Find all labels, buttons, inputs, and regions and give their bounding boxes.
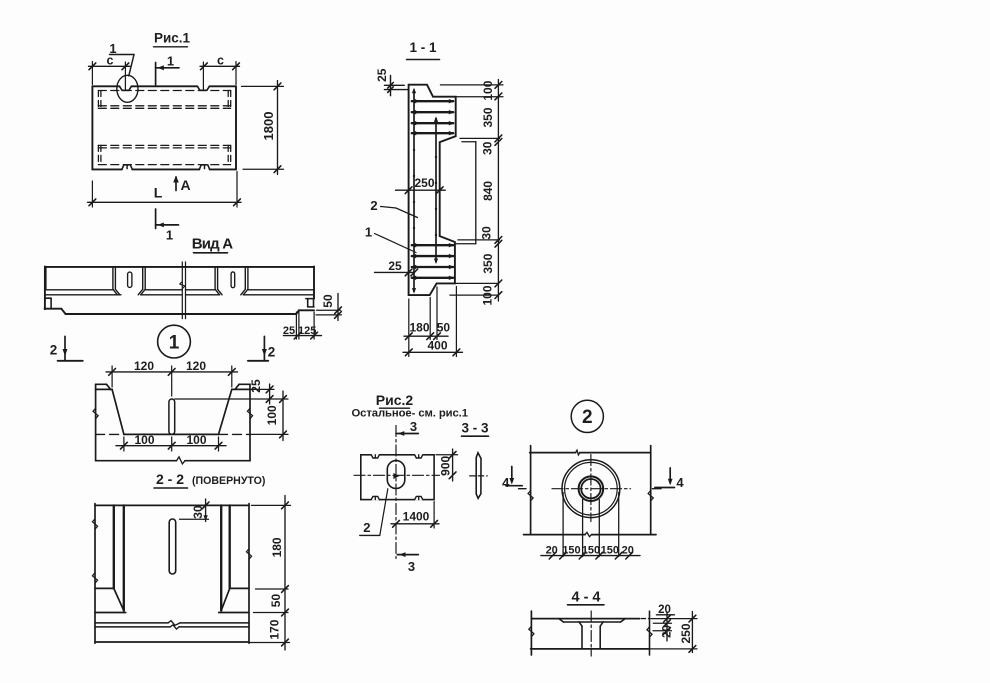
svg-text:1: 1	[167, 54, 174, 69]
svg-text:1: 1	[166, 228, 173, 243]
svg-text:2: 2	[50, 343, 58, 358]
svg-text:50: 50	[321, 294, 335, 308]
svg-text:400: 400	[427, 339, 447, 353]
svg-text:3: 3	[410, 419, 417, 434]
svg-text:20: 20	[658, 604, 671, 616]
svg-text:c: c	[217, 54, 224, 68]
svg-text:250: 250	[679, 623, 693, 643]
svg-text:3: 3	[408, 559, 415, 574]
svg-text:180: 180	[409, 321, 429, 335]
svg-text:2: 2	[370, 198, 377, 213]
svg-text:100: 100	[481, 80, 495, 100]
svg-text:350: 350	[481, 253, 495, 273]
svg-text:(ПОВЕРНУТО): (ПОВЕРНУТО)	[192, 475, 265, 487]
svg-text:Рис.1: Рис.1	[154, 31, 191, 46]
svg-text:Остальное- см. рис.1: Остальное- см. рис.1	[352, 408, 468, 420]
svg-text:180: 180	[270, 537, 284, 557]
svg-text:Рис.2: Рис.2	[376, 392, 414, 408]
svg-text:25: 25	[283, 325, 295, 337]
svg-text:900: 900	[438, 455, 452, 475]
svg-text:30: 30	[479, 226, 493, 240]
svg-text:100: 100	[134, 433, 154, 447]
svg-text:840: 840	[481, 181, 495, 201]
svg-text:25: 25	[388, 259, 402, 273]
svg-text:4 - 4: 4 - 4	[571, 590, 600, 606]
svg-text:120: 120	[134, 359, 154, 373]
svg-text:20: 20	[622, 545, 634, 557]
svg-text:2: 2	[582, 407, 593, 428]
svg-text:1400: 1400	[403, 509, 430, 523]
svg-text:50: 50	[269, 594, 283, 608]
svg-text:2 - 2: 2 - 2	[156, 471, 184, 487]
svg-text:4: 4	[502, 475, 510, 490]
svg-text:100: 100	[265, 405, 279, 425]
svg-text:150: 150	[601, 545, 619, 557]
svg-text:30: 30	[480, 141, 494, 155]
svg-text:1: 1	[109, 41, 116, 56]
svg-text:170: 170	[267, 619, 281, 639]
svg-text:350: 350	[481, 107, 495, 127]
svg-text:150: 150	[582, 545, 600, 557]
svg-text:А: А	[180, 177, 190, 193]
svg-text:25: 25	[375, 68, 389, 82]
svg-text:1: 1	[169, 333, 180, 354]
svg-text:2: 2	[363, 520, 370, 535]
svg-text:1800: 1800	[261, 112, 276, 141]
svg-text:2: 2	[268, 345, 276, 360]
svg-text:30: 30	[191, 505, 205, 519]
svg-text:1: 1	[365, 225, 372, 240]
svg-text:20: 20	[662, 625, 674, 638]
svg-text:4: 4	[676, 475, 684, 490]
svg-text:250: 250	[414, 176, 434, 190]
svg-text:L: L	[154, 185, 163, 201]
svg-text:125: 125	[298, 325, 316, 337]
svg-text:120: 120	[186, 359, 206, 373]
svg-text:25: 25	[249, 379, 263, 393]
svg-text:Вид А: Вид А	[192, 236, 234, 253]
svg-text:1 - 1: 1 - 1	[409, 40, 437, 55]
svg-text:c: c	[107, 54, 114, 68]
svg-text:100: 100	[481, 285, 495, 305]
svg-text:20: 20	[546, 545, 558, 557]
svg-text:150: 150	[562, 545, 580, 557]
svg-text:50: 50	[437, 321, 451, 335]
svg-text:100: 100	[186, 433, 206, 447]
svg-text:3 - 3: 3 - 3	[461, 421, 489, 436]
